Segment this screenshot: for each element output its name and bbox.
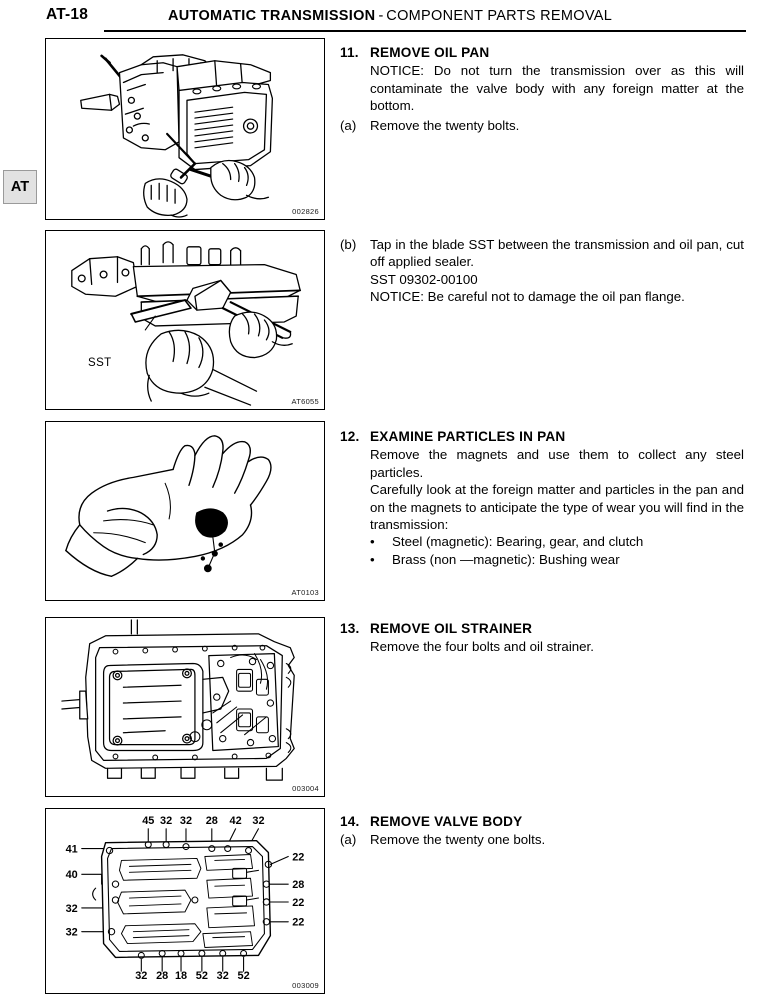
figure-id-label: AT6055 [291, 397, 319, 406]
svg-text:32: 32 [160, 815, 172, 827]
step-12-paragraph-2: Carefully look at the foreign matter and… [370, 482, 745, 533]
step-11-substep-a: (a) Remove the twenty bolts. [340, 117, 744, 134]
step-11-title: REMOVE OIL PAN [370, 45, 490, 60]
callout-numbers-right: 22 28 22 22 [292, 851, 304, 928]
figure-remove-oil-pan: 002826 [45, 38, 325, 220]
figure-id-label: 003009 [292, 981, 319, 990]
instruction-step-11b: (b) Tap in the blade SST between the tra… [340, 236, 744, 306]
step-11b-letter: (b) [340, 237, 357, 252]
step-12-number: 12. [340, 429, 360, 444]
step-13-body: Remove the four bolts and oil strainer. [370, 639, 594, 655]
figure-sst-blade: AT6055 [45, 230, 325, 410]
figure-remove-valve-body: 45 32 32 28 42 32 32 28 18 52 32 52 41 4… [45, 808, 325, 994]
bullet-icon: • [370, 534, 375, 550]
svg-text:45: 45 [142, 815, 154, 827]
svg-text:52: 52 [196, 970, 208, 982]
svg-text:32: 32 [66, 927, 78, 939]
svg-text:28: 28 [292, 879, 304, 891]
step-14-title: REMOVE VALVE BODY [370, 814, 523, 829]
svg-text:32: 32 [66, 903, 78, 915]
step-12-bullet-1: • Steel (magnetic): Bearing, gear, and c… [340, 533, 744, 550]
step-13-number: 13. [340, 621, 360, 636]
step-11-number: 11. [340, 45, 359, 60]
figure-3-illustration [65, 435, 272, 577]
step-12-bullet-2: • Brass (non —magnetic): Bushing wear [340, 551, 744, 568]
svg-text:40: 40 [66, 869, 78, 881]
svg-text:28: 28 [156, 970, 168, 982]
step-11b-row: (b) Tap in the blade SST between the tra… [340, 236, 744, 271]
instruction-step-11: 11. REMOVE OIL PAN NOTICE: Do not turn t… [340, 44, 744, 134]
step-11b-notice: NOTICE: Be careful not to damage the oil… [370, 289, 685, 305]
step-12-title: EXAMINE PARTICLES IN PAN [370, 429, 566, 444]
figure-4-illustration [61, 619, 295, 781]
header-title-sub: COMPONENT PARTS REMOVAL [386, 8, 613, 24]
step-14-number: 14. [340, 814, 360, 829]
header-title: AUTOMATIC TRANSMISSION-COMPONENT PARTS R… [168, 8, 612, 24]
header-divider [104, 30, 746, 32]
svg-text:22: 22 [292, 851, 304, 863]
step-14-substep-a: (a) Remove the twenty one bolts. [340, 831, 744, 848]
figure-id-label: AT0103 [291, 588, 319, 597]
svg-text:28: 28 [206, 815, 218, 827]
svg-text:18: 18 [175, 970, 187, 982]
step-12-bullet-2-text: Brass (non —magnetic): Bushing wear [392, 551, 620, 567]
callout-numbers-left: 41 40 32 32 [66, 844, 78, 939]
step-12-bullet-1-text: Steel (magnetic): Bearing, gear, and clu… [392, 534, 644, 550]
header-title-main: AUTOMATIC TRANSMISSION [168, 8, 376, 24]
section-tab-at: AT [3, 170, 37, 204]
step-12-paragraph-1: Remove the magnets and use them to colle… [370, 447, 744, 480]
step-14-substep-text: Remove the twenty one bolts. [370, 832, 546, 848]
step-11-notice: NOTICE: Do not turn the transmission ove… [370, 63, 744, 114]
figure-2-illustration [71, 241, 302, 406]
step-11-substep-letter: (a) [340, 117, 357, 133]
figure-1-illustration [80, 54, 274, 218]
instruction-step-13: 13. REMOVE OIL STRAINER Remove the four … [340, 620, 744, 656]
callout-numbers-bottom: 32 28 18 52 32 52 [135, 970, 249, 982]
figure-id-label: 003004 [292, 784, 319, 793]
step-14-heading: 14. REMOVE VALVE BODY [340, 813, 744, 830]
svg-text:52: 52 [238, 970, 250, 982]
figure-examine-particles: AT0103 [45, 421, 325, 601]
step-11-substep-text: Remove the twenty bolts. [370, 117, 520, 133]
step-11b-text: Tap in the blade SST between the transmi… [370, 237, 744, 270]
step-13-title: REMOVE OIL STRAINER [370, 621, 533, 636]
svg-text:22: 22 [292, 897, 304, 909]
figure-id-label: 002826 [292, 207, 319, 216]
page-header: AT-18 AUTOMATIC TRANSMISSION-COMPONENT P… [0, 0, 763, 34]
svg-text:32: 32 [252, 815, 264, 827]
svg-text:22: 22 [292, 917, 304, 929]
figure-label-sst: SST [88, 357, 112, 369]
step-11-heading: 11. REMOVE OIL PAN [340, 44, 744, 61]
svg-text:32: 32 [135, 970, 147, 982]
step-11b-sst-number: SST 09302-00100 [370, 271, 478, 287]
step-13-heading: 13. REMOVE OIL STRAINER [340, 620, 744, 637]
step-12-heading: 12. EXAMINE PARTICLES IN PAN [340, 428, 744, 445]
figure-5-illustration: 45 32 32 28 42 32 32 28 18 52 32 52 41 4… [66, 815, 305, 982]
page-number: AT-18 [46, 6, 89, 23]
bullet-icon: • [370, 551, 375, 567]
svg-text:41: 41 [66, 844, 78, 856]
svg-text:32: 32 [180, 815, 192, 827]
instruction-step-14: 14. REMOVE VALVE BODY (a) Remove the twe… [340, 813, 744, 849]
section-tab-label: AT [10, 179, 30, 195]
callout-numbers-top: 45 32 32 28 42 32 [142, 815, 264, 827]
svg-text:32: 32 [217, 970, 229, 982]
header-title-dash: - [378, 8, 384, 24]
figure-remove-oil-strainer: 003004 [45, 617, 325, 797]
instruction-step-12: 12. EXAMINE PARTICLES IN PAN Remove the … [340, 428, 744, 568]
step-14-substep-letter: (a) [340, 832, 357, 848]
svg-text:42: 42 [230, 815, 242, 827]
